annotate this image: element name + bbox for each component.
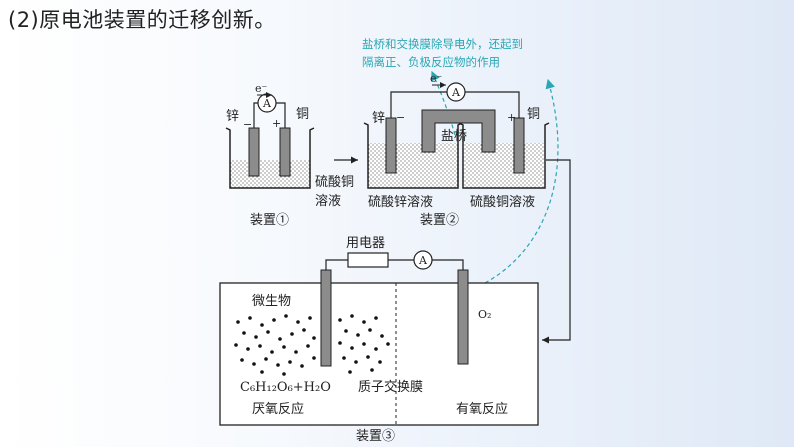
device1-solution-line1: 硫酸铜 bbox=[315, 175, 354, 190]
device2-electrode-right: 铜 bbox=[527, 107, 540, 122]
salt-bridge-shape bbox=[421, 109, 496, 153]
device3-right-zone: 有氧反应 bbox=[456, 401, 508, 417]
device3-ammeter: A bbox=[418, 254, 428, 267]
device1-electrode-left: 锌 bbox=[226, 109, 239, 124]
device1-sign-left: − bbox=[243, 118, 252, 131]
device1-sign-right: + bbox=[272, 117, 281, 130]
device3-appliance: 用电器 bbox=[346, 236, 385, 251]
annotation-line1: 盐桥和交换膜除导电外，还起到 bbox=[362, 37, 523, 51]
device1-electron: e⁻ bbox=[255, 82, 268, 95]
device2-solution-left: 硫酸锌溶液 bbox=[368, 195, 433, 210]
microbe-dots bbox=[234, 314, 390, 376]
device3-reactant: C₆H₁₂O₆+H₂O bbox=[240, 380, 331, 395]
device2-salt-bridge: 盐桥 bbox=[441, 129, 467, 144]
ammeter-icon bbox=[446, 82, 466, 102]
annotation-arrow-bridge bbox=[431, 70, 456, 136]
device1-caption: 装置① bbox=[250, 213, 289, 228]
device3-microbe: 微生物 bbox=[252, 294, 291, 309]
device3-membrane: 质子交换膜 bbox=[358, 379, 423, 395]
device1-ammeter: A bbox=[262, 97, 272, 110]
appliance-box bbox=[347, 252, 389, 268]
device3-oxygen: O₂ bbox=[478, 308, 491, 321]
device2-electron: e⁻ bbox=[430, 72, 443, 85]
device2-sign-right: + bbox=[507, 111, 516, 124]
device3-left-zone: 厌氧反应 bbox=[252, 401, 304, 417]
device2-sign-left: − bbox=[396, 111, 405, 124]
device3: A 用电器 微生物 O₂ C₆H₁₂O₆+H₂O 质子交换膜 厌氧反应 有氧反应 bbox=[219, 236, 539, 444]
device1: A e⁻ 锌 铜 − + 硫酸铜 溶液 装置① bbox=[225, 82, 354, 228]
annotation-line2: 隔离正、负极反应物的作用 bbox=[362, 55, 500, 69]
connector-arrow bbox=[542, 159, 571, 344]
page-title: (2)原电池装置的迁移创新。 bbox=[8, 8, 276, 32]
device1-electrode-right: 铜 bbox=[296, 107, 309, 122]
device2-electrode-left: 锌 bbox=[372, 111, 385, 126]
device1-solution-line2: 溶液 bbox=[315, 194, 341, 209]
device2-caption: 装置② bbox=[420, 213, 459, 228]
device2-ammeter: A bbox=[451, 86, 461, 99]
device3-caption: 装置③ bbox=[356, 429, 395, 444]
device2: A e⁻ 锌 铜 − + 盐桥 硫酸锌溶液 硫酸铜溶液 装置② bbox=[363, 72, 550, 228]
device2-solution-right: 硫酸铜溶液 bbox=[470, 195, 535, 210]
